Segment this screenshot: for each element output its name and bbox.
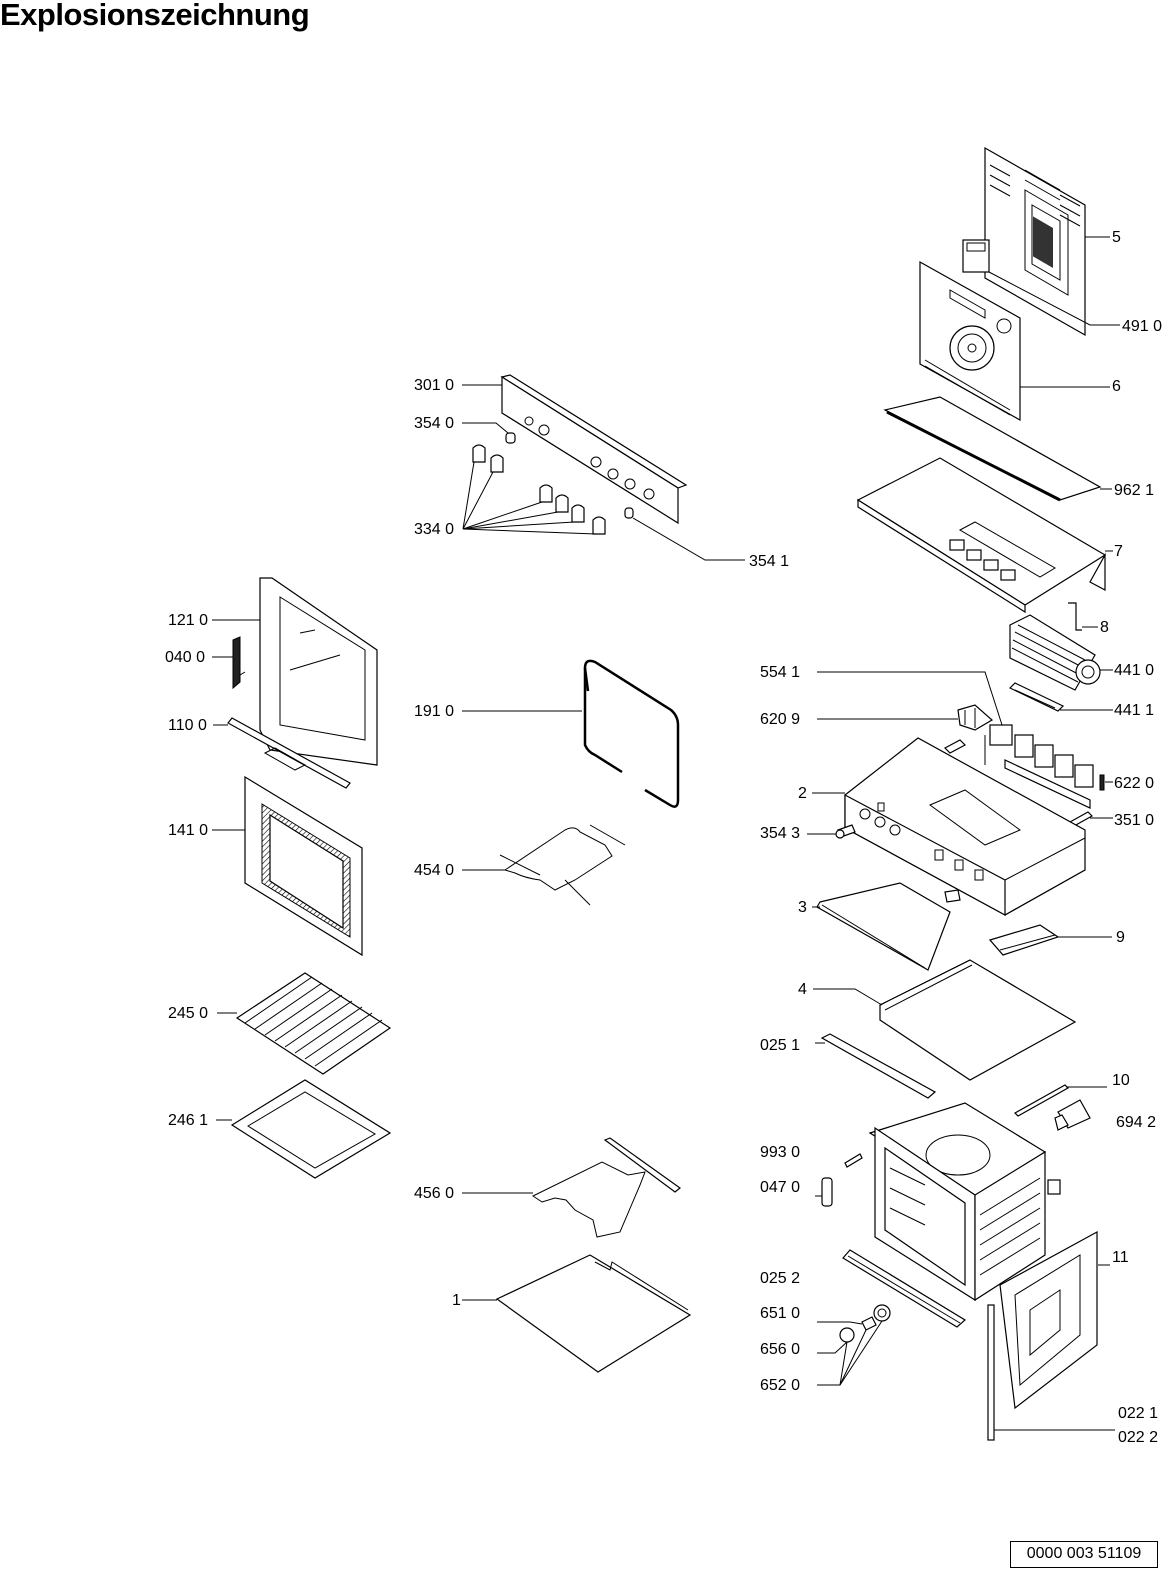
part-6220-switch-block[interactable] — [1004, 734, 1105, 809]
part-1410-door-glass[interactable] — [244, 775, 363, 957]
label-0470: 047 0 — [760, 1179, 800, 1196]
part-6510-lamp-holder[interactable] — [861, 1316, 877, 1331]
label-1100: 110 0 — [168, 717, 207, 734]
label-3541: 354 1 — [749, 553, 789, 570]
part-0221-hinge-rail[interactable] — [987, 1304, 995, 1441]
part-9-bracket[interactable] — [988, 924, 1060, 956]
page-title: Explosionszeichnung — [0, 0, 310, 32]
label-4410: 441 0 — [1114, 662, 1154, 679]
label-0251: 025 1 — [760, 1037, 800, 1054]
label-1410: 141 0 — [168, 822, 208, 839]
part-3-deflector[interactable] — [816, 882, 961, 971]
part-1210-inner-door[interactable] — [259, 577, 378, 766]
label-1210: 121 0 — [168, 612, 208, 629]
part-4410-fan-motor[interactable] — [1009, 614, 1101, 691]
label-6560: 656 0 — [760, 1341, 800, 1358]
part-4411-strip[interactable] — [1008, 682, 1065, 712]
label-5: 5 — [1112, 229, 1121, 246]
label-3540: 354 0 — [414, 415, 454, 432]
label-6220: 622 0 — [1114, 775, 1154, 792]
part-1-bottom-plate[interactable] — [495, 1254, 692, 1373]
part-1100-door-trim[interactable] — [227, 717, 351, 789]
label-1910: 191 0 — [414, 703, 454, 720]
part-rear-panel[interactable] — [919, 260, 1021, 422]
label-6520: 652 0 — [760, 1377, 800, 1394]
label-3: 3 — [798, 899, 807, 916]
part-9621-insulation[interactable] — [883, 396, 1102, 502]
label-4910: 491 0 — [1122, 318, 1162, 335]
label-0400: 040 0 — [165, 649, 205, 666]
part-3010-control-panel[interactable] — [500, 374, 688, 525]
label-11: 11 — [1112, 1249, 1129, 1266]
part-6942-lamp[interactable] — [1054, 1099, 1091, 1131]
label-4560: 456 0 — [414, 1185, 454, 1202]
label-6510: 651 0 — [760, 1305, 800, 1322]
label-6209: 620 9 — [760, 711, 800, 728]
part-oven-cavity[interactable] — [868, 1102, 1061, 1302]
part-3541-button[interactable] — [624, 507, 634, 519]
part-4910-block[interactable] — [962, 239, 990, 273]
label-0221: 022 1 — [1118, 1405, 1158, 1422]
label-5541: 554 1 — [760, 664, 800, 681]
label-9930: 993 0 — [760, 1144, 800, 1161]
part-6209-switch[interactable] — [944, 704, 994, 754]
part-8-bracket[interactable] — [1068, 602, 1082, 631]
part-4540-heating-element[interactable] — [499, 824, 626, 906]
document-number: 0000 003 51109 — [1010, 1541, 1158, 1568]
label-4540: 454 0 — [414, 862, 454, 879]
part-0470-hinge-block[interactable] — [821, 1177, 833, 1207]
label-6: 6 — [1112, 378, 1121, 395]
part-3543-screw[interactable] — [835, 824, 856, 839]
label-9: 9 — [1116, 929, 1125, 946]
part-3540-button[interactable] — [505, 432, 516, 444]
label-3340: 334 0 — [414, 521, 454, 538]
label-7: 7 — [1114, 543, 1123, 560]
part-0400-hinge[interactable] — [232, 636, 246, 690]
part-0251-rail[interactable] — [820, 1033, 937, 1099]
part-3340-knobs[interactable] — [472, 444, 606, 535]
label-0252: 025 2 — [760, 1270, 800, 1287]
label-6942: 694 2 — [1116, 1114, 1156, 1131]
part-9930-screw[interactable] — [844, 1153, 863, 1168]
part-2461-baking-tray[interactable] — [230, 1079, 392, 1179]
label-4: 4 — [798, 981, 807, 998]
part-back-cover[interactable] — [984, 146, 1086, 745]
part-0252-rail[interactable] — [842, 1249, 967, 1328]
part-5541-thermostat[interactable] — [984, 724, 1013, 765]
part-1910-door-seal[interactable] — [583, 659, 680, 808]
label-4411: 441 1 — [1114, 702, 1154, 719]
part-7-top-cover[interactable] — [856, 457, 1107, 614]
label-2: 2 — [798, 785, 807, 802]
label-3510: 351 0 — [1114, 812, 1154, 829]
label-8: 8 — [1100, 619, 1109, 636]
label-1: 1 — [452, 1292, 461, 1309]
part-10-rod[interactable] — [1014, 1084, 1069, 1117]
part-2450-wire-rack[interactable] — [235, 972, 392, 1075]
label-2461: 246 1 — [168, 1112, 208, 1129]
part-4560-grill-element[interactable] — [532, 1137, 681, 1238]
label-2450: 245 0 — [168, 1005, 208, 1022]
label-3543: 354 3 — [760, 825, 800, 842]
label-0222: 022 2 — [1118, 1429, 1158, 1446]
label-10: 10 — [1112, 1072, 1130, 1089]
part-4-plate[interactable] — [879, 959, 1077, 1081]
part-2-control-housing[interactable] — [844, 737, 1086, 917]
label-3010: 301 0 — [414, 377, 454, 394]
label-9621: 962 1 — [1114, 482, 1154, 499]
part-11-side-panel[interactable] — [999, 1230, 1098, 1410]
